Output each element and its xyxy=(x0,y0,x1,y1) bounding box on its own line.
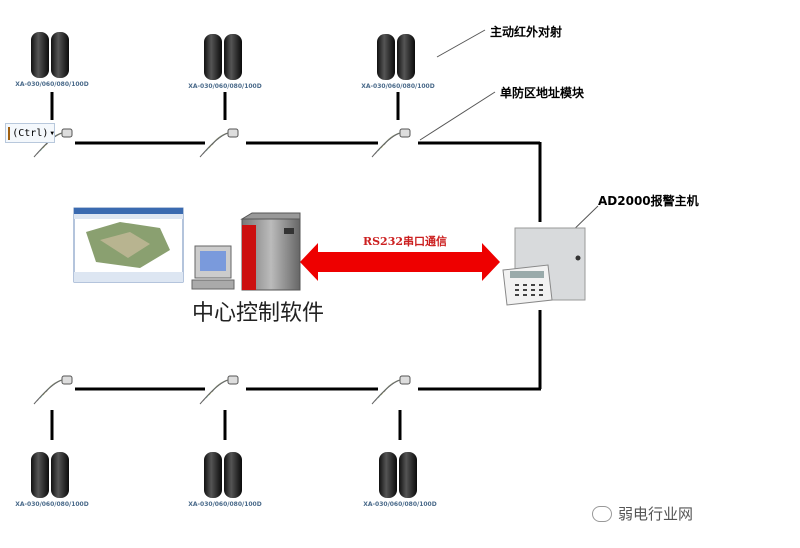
ir-sensor: XA-030/060/080/100D xyxy=(361,34,435,90)
software-screenshot xyxy=(73,207,184,283)
sensor-model-label: XA-030/060/080/100D xyxy=(361,83,434,90)
address-module xyxy=(371,375,411,405)
ir-sensor: XA-030/060/080/100D xyxy=(363,452,437,508)
rs232-link-arrow xyxy=(300,243,500,281)
computer-monitor-icon xyxy=(191,245,235,290)
paste-popup-label: (Ctrl) xyxy=(12,127,49,139)
sensor-model-label: XA-030/060/080/100D xyxy=(188,83,261,90)
sensor-model-label: XA-030/060/080/100D xyxy=(363,501,436,508)
paste-options-button[interactable]: (Ctrl) ▼ xyxy=(5,123,55,143)
sensor-model-label: XA-030/060/080/100D xyxy=(188,501,261,508)
ir-sensor: XA-030/060/080/100D xyxy=(15,452,89,508)
address-module xyxy=(199,128,239,158)
ir-beam-sensors: XA-030/060/080/100D XA-030/060/080/100D XA… xyxy=(15,32,437,508)
callout-lines xyxy=(419,29,599,241)
clipboard-icon xyxy=(8,126,11,140)
sensor-model-label: XA-030/060/080/100D xyxy=(15,501,88,508)
server-icon xyxy=(240,212,301,291)
center-label: 中心控制软件 xyxy=(192,301,324,326)
link-label: RS232串口通信 xyxy=(363,234,447,248)
address-module xyxy=(199,375,239,405)
address-modules xyxy=(33,128,411,405)
chevron-down-icon: ▼ xyxy=(50,129,54,137)
callout-single-zone-module: 单防区地址模块 xyxy=(500,85,585,100)
sensor-model-label: XA-030/060/080/100D xyxy=(15,81,88,88)
ir-sensor: XA-030/060/080/100D xyxy=(188,34,262,90)
callout-active-ir-beam: 主动红外对射 xyxy=(490,24,562,39)
address-module xyxy=(371,128,411,158)
ir-sensor: XA-030/060/080/100D xyxy=(15,32,89,88)
wechat-icon xyxy=(592,505,612,522)
keypad-icon xyxy=(502,264,553,306)
address-module xyxy=(33,128,73,158)
callout-alarm-host: AD2000报警主机 xyxy=(598,193,699,208)
watermark-text: 弱电行业网 xyxy=(618,505,694,523)
bus-wiring xyxy=(50,92,542,440)
ir-sensor: XA-030/060/080/100D xyxy=(188,452,262,508)
watermark: 弱电行业网 xyxy=(592,503,693,524)
address-module xyxy=(33,375,73,405)
